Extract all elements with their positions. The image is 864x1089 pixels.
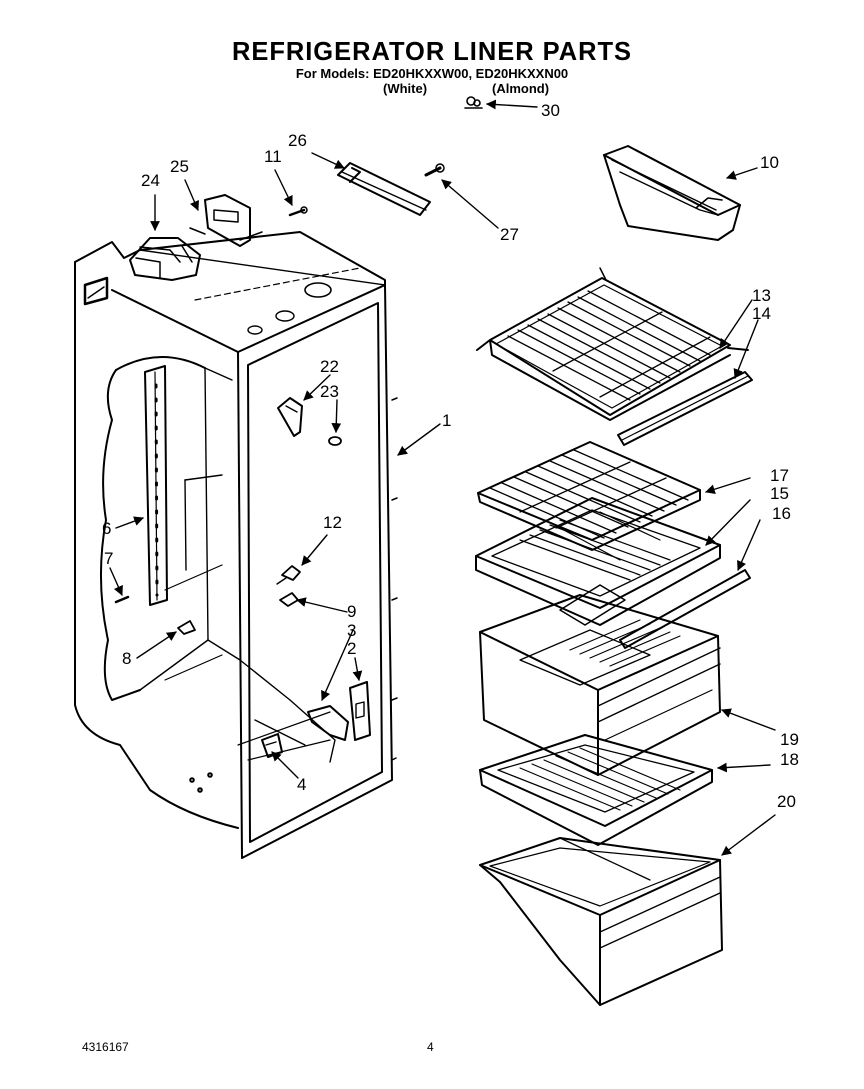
crisper-drawer	[479, 594, 721, 776]
variant-white-label: (White)	[383, 81, 428, 96]
callout-13: 13	[752, 286, 771, 305]
callout-15: 15	[770, 484, 789, 503]
callout-30: 30	[541, 101, 560, 120]
callout-leaders	[109, 99, 776, 856]
page-number: 4	[427, 1040, 434, 1054]
callout-22: 22	[320, 357, 339, 376]
callout-19: 19	[780, 730, 799, 749]
refrigerator-liner	[74, 231, 398, 859]
callout-12: 12	[323, 513, 342, 532]
top-trim	[337, 162, 431, 216]
mounting-bracket	[189, 194, 263, 247]
page-title: REFRIGERATOR LINER PARTS	[231, 36, 633, 66]
callout-24: 24	[141, 171, 160, 190]
callout-4: 4	[297, 775, 307, 794]
document-number: 4316167	[82, 1040, 129, 1054]
callout-14: 14	[752, 304, 771, 323]
callout-17: 17	[770, 466, 789, 485]
bracket-2	[349, 681, 371, 741]
callout-20: 20	[777, 792, 796, 811]
callout-1: 1	[442, 411, 452, 430]
drawer-tray	[479, 734, 713, 846]
callout-18: 18	[780, 750, 799, 769]
bracket-3	[307, 705, 349, 741]
control-housing	[129, 237, 201, 281]
shelf-trim-14	[617, 371, 753, 446]
callout-7: 7	[104, 549, 114, 568]
crisper-cover-frame	[475, 497, 721, 626]
screw-icon	[464, 96, 483, 109]
callout-26: 26	[288, 131, 307, 150]
shelf-ladder	[144, 365, 168, 606]
models-line: For Models: ED20HKXXW00, ED20HKXXN00	[295, 66, 569, 81]
callout-23: 23	[320, 382, 339, 401]
callout-27: 27	[500, 225, 519, 244]
callout-3: 3	[347, 621, 357, 640]
callout-10: 10	[760, 153, 779, 172]
variant-almond-label: (Almond)	[492, 81, 550, 96]
callout-16: 16	[772, 504, 791, 523]
callout-11: 11	[264, 147, 282, 166]
small-bracket	[277, 397, 303, 437]
plug	[328, 436, 342, 446]
callout-25: 25	[170, 157, 189, 176]
door-bin	[603, 145, 741, 241]
callout-8: 8	[122, 649, 132, 668]
lamp-socket	[261, 733, 283, 758]
wire-shelf	[477, 441, 701, 551]
lower-drawer	[479, 837, 723, 1006]
top-shelf	[476, 267, 749, 421]
callout-6: 6	[102, 519, 112, 538]
callout-9: 9	[347, 602, 357, 621]
divider-bar-16	[619, 569, 751, 649]
callout-2: 2	[347, 639, 357, 658]
